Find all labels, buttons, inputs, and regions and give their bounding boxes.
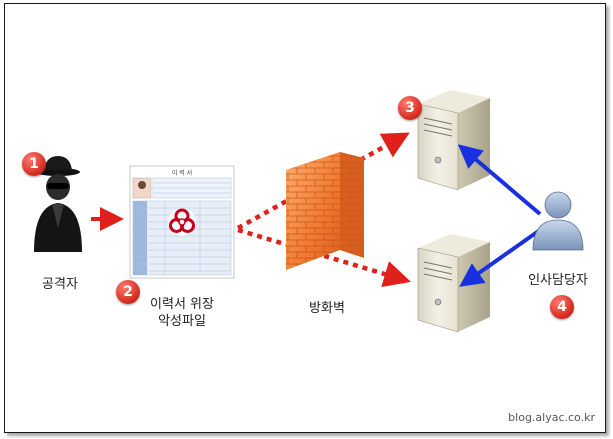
hacker-icon	[34, 156, 82, 252]
server-tower-icon	[417, 90, 490, 191]
resume-label-line2: 악성파일	[158, 314, 206, 329]
hr-arrow-server-1	[457, 144, 542, 216]
attacker-label: 공격자	[42, 277, 78, 292]
step-badge-4: 4	[550, 295, 574, 319]
step-badge-2: 2	[116, 280, 140, 304]
biohazard-icon	[168, 208, 196, 236]
server-tower-icon	[417, 234, 490, 333]
step-badge-3: 3	[398, 96, 422, 120]
hr-label: 인사담당자	[528, 273, 588, 288]
watermark: blog.alyac.co.kr	[508, 411, 595, 424]
resume-doc-title: 이 력 서	[172, 169, 192, 177]
step-badge-1: 1	[22, 152, 46, 176]
brick-firewall-icon	[286, 152, 364, 270]
user-icon	[532, 191, 584, 251]
resume-label-line1: 이력서 위장	[150, 297, 214, 312]
firewall-label: 방화벽	[309, 301, 345, 316]
hr-arrow-server-2	[459, 228, 542, 287]
